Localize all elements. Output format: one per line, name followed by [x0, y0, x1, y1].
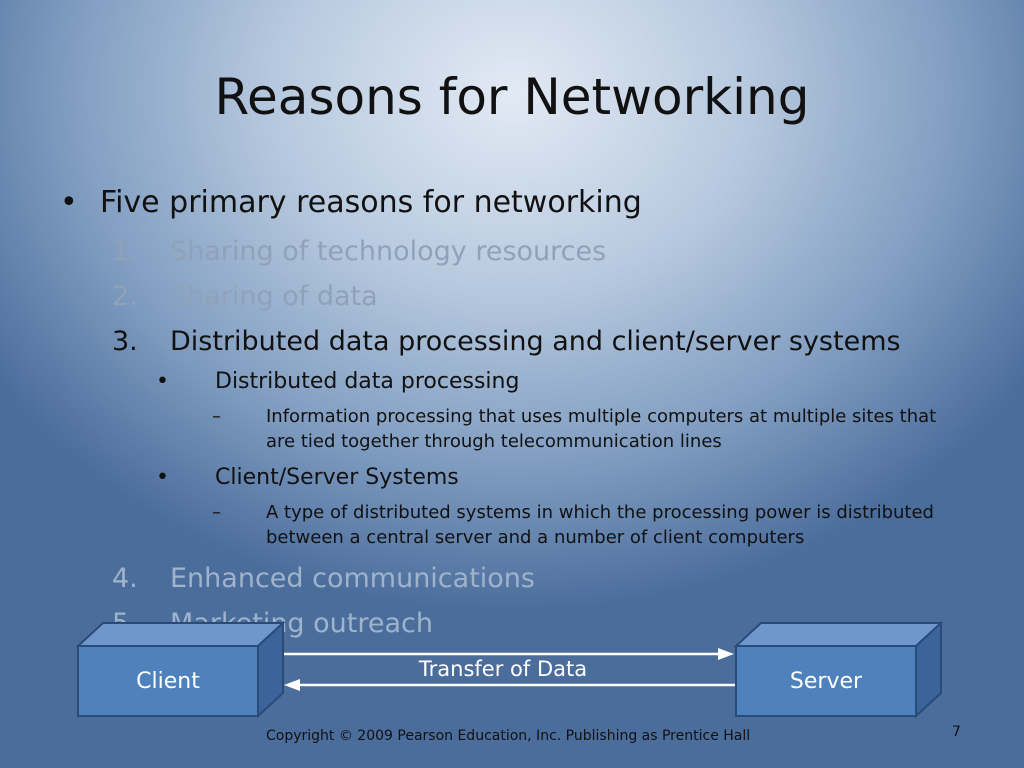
bullet-marker: • — [60, 185, 78, 220]
reason-text: Distributed data processing and client/s… — [170, 326, 901, 357]
reason-number: 2. — [112, 281, 138, 312]
slide-title: Reasons for Networking — [214, 68, 810, 126]
server-label: Server — [789, 669, 863, 694]
copyright-footer: Copyright © 2009 Pearson Education, Inc.… — [266, 728, 751, 744]
detail-text: A type of distributed systems in which t… — [266, 502, 934, 548]
bullet-marker: • — [156, 369, 169, 394]
client-box: Client — [76, 621, 286, 719]
reason-number: 3. — [112, 326, 138, 357]
arrow-right-icon — [284, 648, 734, 660]
reason-text: Sharing of technology resources — [170, 236, 607, 267]
server-box: Server — [734, 621, 944, 719]
detail-text: Information processing that uses multipl… — [266, 406, 937, 452]
page-number: 7 — [952, 724, 961, 740]
sub-point-text: Client/Server Systems — [215, 465, 459, 490]
bullet-marker: • — [156, 465, 169, 490]
intro-text: Five primary reasons for networking — [100, 185, 642, 220]
transfer-label: Transfer of Data — [418, 657, 588, 681]
reason-number: 4. — [112, 563, 138, 594]
transfer-arrows — [284, 648, 735, 691]
reason-text: Sharing of data — [170, 281, 378, 312]
dash-marker: – — [212, 502, 221, 523]
arrow-left-icon — [284, 679, 735, 691]
reason-text: Enhanced communications — [170, 563, 535, 594]
sub-point-text: Distributed data processing — [215, 369, 520, 394]
dash-marker: – — [212, 406, 221, 427]
client-label: Client — [136, 669, 200, 694]
client-box-shape — [76, 621, 286, 719]
reason-number: 1. — [112, 236, 138, 267]
server-box-shape — [734, 621, 944, 719]
